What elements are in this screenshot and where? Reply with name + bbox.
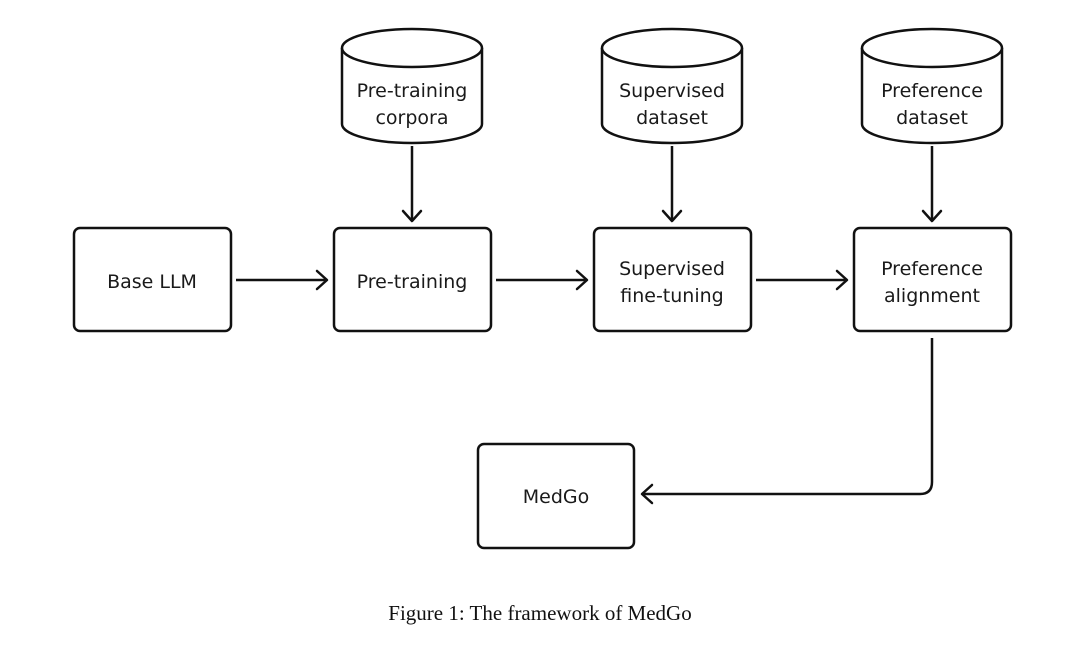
dataset-preference: Preference dataset [860, 27, 1004, 145]
node-pretraining: Pre-training [332, 226, 493, 333]
dataset-supervised: Supervised dataset [600, 27, 744, 145]
arrow-sft-to-alignment [756, 269, 849, 291]
node-supervised-finetuning-line1: Supervised [619, 258, 725, 280]
node-base-llm-label: Base LLM [107, 271, 197, 293]
node-preference-alignment-line2: alignment [884, 285, 980, 307]
arrow-base-to-pretraining [236, 269, 329, 291]
node-medgo-label: MedGo [523, 486, 590, 508]
arrow-pretraining-to-sft [496, 269, 589, 291]
arrow-corpora-to-pretraining [401, 146, 423, 223]
node-supervised-finetuning-line2: fine-tuning [620, 285, 723, 307]
dataset-pretraining-corpora-line2: corpora [375, 107, 448, 129]
framework-diagram: Pre-training corpora Supervised dataset … [72, 27, 1013, 550]
node-medgo: MedGo [476, 442, 636, 550]
node-supervised-finetuning: Supervised fine-tuning [592, 226, 753, 333]
dataset-supervised-line1: Supervised [619, 80, 725, 102]
node-preference-alignment-line1: Preference [881, 258, 983, 280]
dataset-preference-line1: Preference [881, 80, 983, 102]
dataset-pretraining-corpora-line1: Pre-training [357, 80, 468, 102]
arrow-alignment-to-medgo [640, 338, 934, 505]
dataset-pretraining-corpora: Pre-training corpora [340, 27, 484, 145]
dataset-supervised-line2: dataset [636, 107, 708, 129]
node-preference-alignment: Preference alignment [852, 226, 1013, 333]
node-base-llm: Base LLM [72, 226, 233, 333]
figure-caption: Figure 1: The framework of MedGo [388, 601, 692, 625]
arrow-supervised-dataset-to-sft [661, 146, 683, 223]
arrow-preference-dataset-to-alignment [921, 146, 943, 223]
dataset-preference-line2: dataset [896, 107, 968, 129]
node-pretraining-label: Pre-training [357, 271, 468, 293]
